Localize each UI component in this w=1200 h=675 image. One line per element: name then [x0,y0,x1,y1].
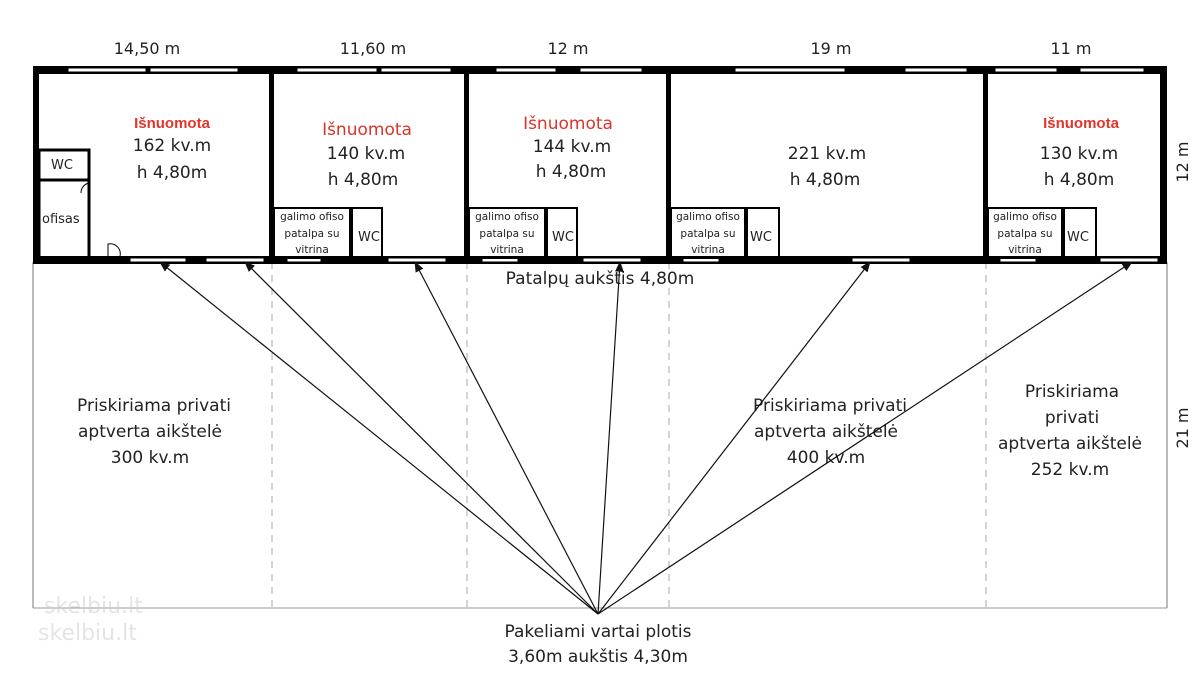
unit3-area: 144 kv.m [533,137,611,157]
yard3-line2: privati [1045,408,1099,428]
unit4-office-line2: patalpa su [680,228,735,240]
unit1-rooms [37,148,121,260]
unit2-area: 140 kv.m [327,144,405,164]
unit5-office-line3: vitrina [1008,244,1042,256]
unit3-office-line3: vitrina [490,244,524,256]
dimension-width-unit-2: 11,60 m [340,39,406,58]
office-option-labels: galimo ofiso patalpa su vitrina galimo o… [280,211,1057,256]
unit3-office-line1: galimo ofiso [475,211,539,223]
unit2-wc-label: WC [358,230,380,245]
unit2-office-line2: patalpa su [284,228,339,240]
dimension-width-unit-5: 11 m [1050,39,1091,58]
watermark-text-1: skelbiu.lt [44,594,143,619]
unit5-height: h 4,80m [1044,170,1115,190]
unit5-area: 130 kv.m [1040,144,1118,164]
unit4-wc-label: WC [750,230,772,245]
gate-arrow-2 [244,261,599,615]
gate-arrow-3 [414,261,599,615]
yard2-line3: 400 kv.m [787,448,865,468]
bottom-openings [129,257,1159,263]
yard3-line4: 252 kv.m [1031,460,1109,480]
yard-dividers [271,262,987,608]
unit1-height: h 4,80m [137,163,208,183]
unit1-wc-label: WC [51,158,73,173]
dimension-depth-yard: 21 m [1173,407,1192,448]
watermark-text-2: skelbiu.lt [38,621,137,646]
unit1-status: Išnuomota [134,115,210,132]
unit1-area: 162 kv.m [133,136,211,156]
gate-label-line2: 3,60m aukštis 4,30m [508,647,688,667]
gate-arrow-6 [597,261,1133,615]
unit3-office-line2: patalpa su [479,228,534,240]
yard3-line3: aptverta aikštelė [998,434,1142,454]
gate-arrow-5 [597,261,871,615]
yard-outline [32,262,1168,609]
gate-arrow-1 [159,261,599,615]
gate-arrows [159,260,1133,615]
unit2-height: h 4,80m [328,170,399,190]
yard1-line2: aptverta aikštelė [78,422,222,442]
watermark: skelbiu.lt skelbiu.lt [38,594,143,646]
unit2-office-line1: galimo ofiso [280,211,344,223]
unit4-area: 221 kv.m [788,144,866,164]
ceiling-height-note: Patalpų aukštis 4,80m [506,269,695,289]
unit4-office-line1: galimo ofiso [676,211,740,223]
yard2-line2: aptverta aikštelė [754,422,898,442]
dimension-width-unit-1: 14,50 m [114,39,180,58]
unit3-wc-label: WC [552,230,574,245]
unit5-office-line2: patalpa su [997,228,1052,240]
unit2-status: Išnuomota [322,120,412,140]
yard3-line1: Priskiriama [1025,382,1119,402]
gate-label-line1: Pakeliami vartai plotis [505,622,692,642]
yard2-line1: Priskiriama privati [753,396,907,416]
unit3-status: Išnuomota [523,114,613,134]
yard1-line3: 300 kv.m [111,448,189,468]
unit5-office-line1: galimo ofiso [993,211,1057,223]
unit2-office-line3: vitrina [295,244,329,256]
dimension-width-unit-4: 19 m [810,39,851,58]
unit1-office-label: ofisas [42,212,80,227]
top-windows [67,67,1145,73]
unit4-height: h 4,80m [790,170,861,190]
unit4-office-line3: vitrina [691,244,725,256]
dimension-width-unit-3: 12 m [547,39,588,58]
unit5-wc-label: WC [1067,230,1089,245]
dimension-depth-building: 12 m [1173,141,1192,182]
gate-arrow-4 [597,260,624,615]
unit5-status: Išnuomota [1043,115,1119,132]
unit3-height: h 4,80m [536,162,607,182]
office-blocks [273,207,1097,259]
yard1-line1: Priskiriama privati [77,396,231,416]
